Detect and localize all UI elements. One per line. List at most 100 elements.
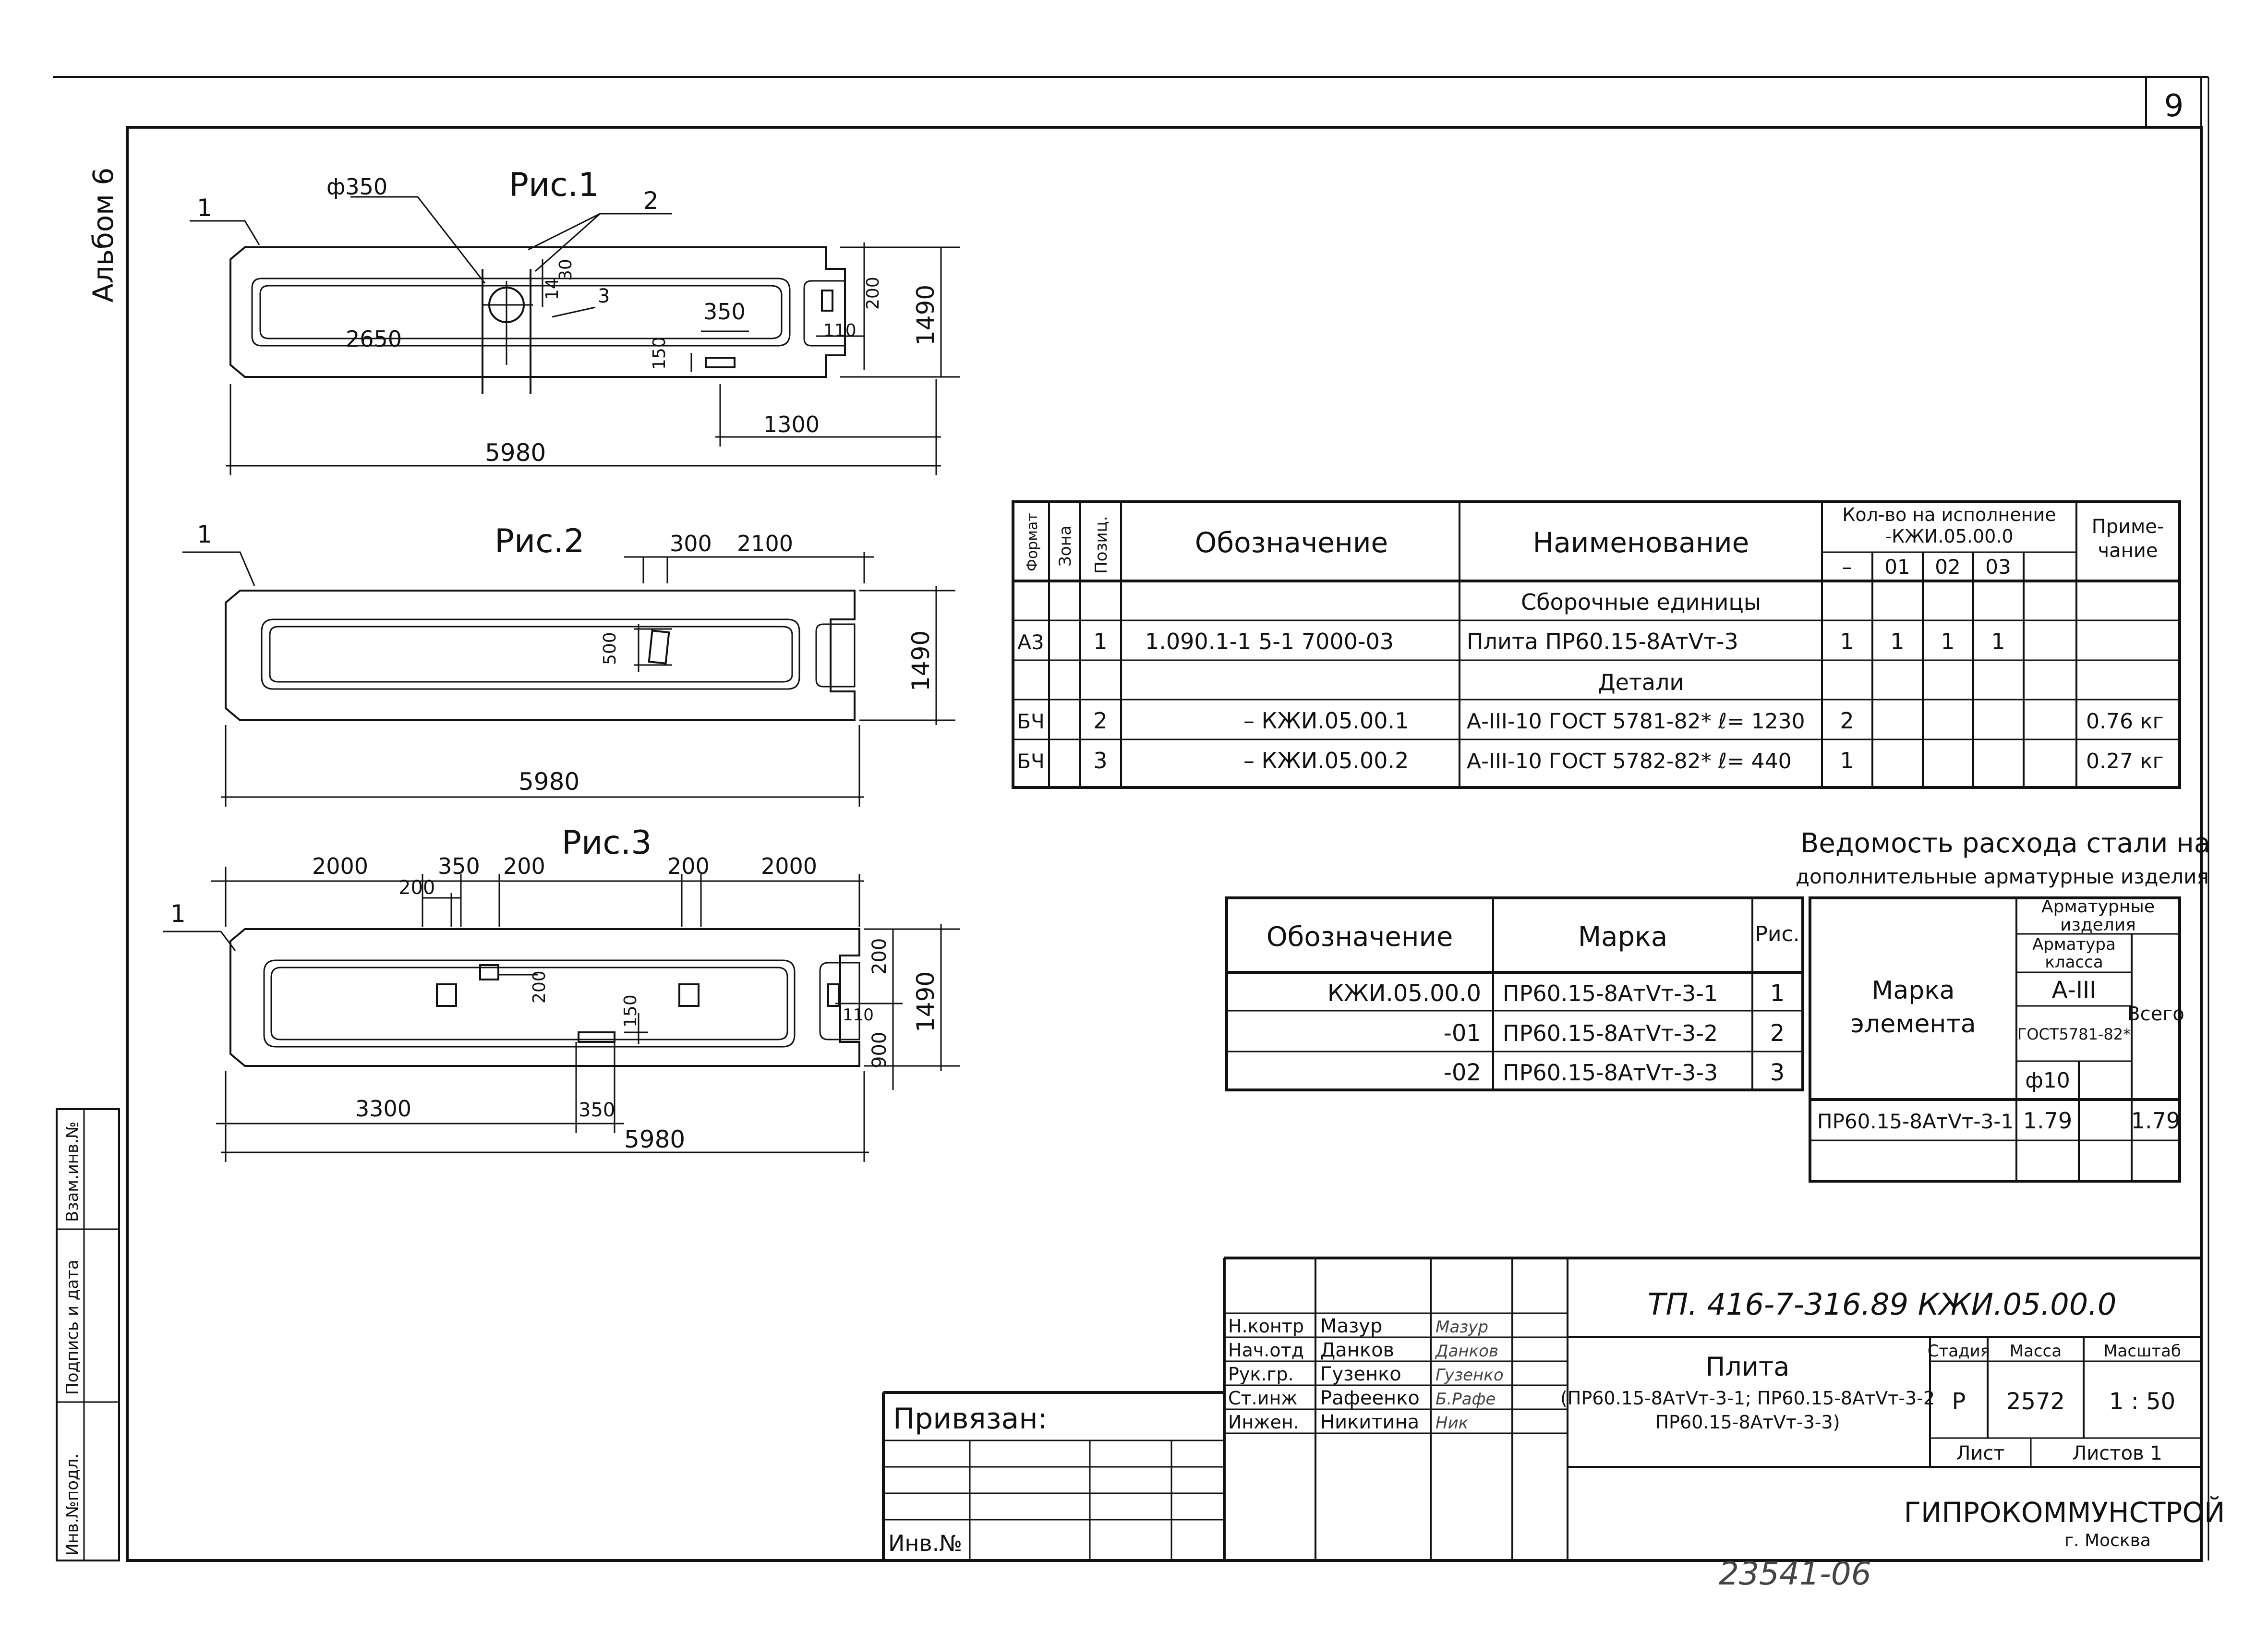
bound-label: Привязан:	[893, 1402, 1048, 1436]
spec-row-1-q0: 1	[1840, 629, 1854, 654]
stage-label: Стадия	[1928, 1342, 1990, 1361]
spec-header-qty-1: Кол-во на исполнение	[1842, 504, 2056, 525]
title-block-role-row: Инжен. Никитина Ник	[1228, 1411, 1469, 1433]
role-label: Нач.отд	[1228, 1340, 1304, 1361]
steel-table-grid	[1809, 896, 2181, 1183]
page-number: 9	[2164, 88, 2184, 124]
figure-3-dim-2000a: 2000	[312, 853, 368, 879]
spec-header-note-2: чание	[2098, 540, 2158, 562]
org-city: г. Москва	[2064, 1531, 2151, 1550]
spec-table-row: БЧ 3 – КЖИ.05.00.2 А-III-10 ГОСТ 5782-82…	[1017, 748, 2163, 774]
figure-3-dim-110: 110	[843, 1005, 874, 1025]
figure-3-dim-900: 900	[869, 1032, 891, 1068]
sheet-label: Лист	[1956, 1442, 2004, 1464]
spec-header-pos: Позиц.	[1092, 516, 1111, 574]
figure-2	[182, 551, 955, 807]
figure-2-dim-500: 500	[600, 632, 620, 665]
figure-3-dim-3300: 3300	[355, 1096, 411, 1122]
role-label: Н.контр	[1228, 1316, 1304, 1337]
title-block-grid	[882, 1257, 2201, 1560]
spec-row-3-pos: 3	[1093, 748, 1107, 774]
figure-3-dim-1490: 1490	[912, 971, 940, 1032]
steel-table-row: ПР60.15-8АтVт-3-1 1.79 1.79	[1817, 1108, 2180, 1134]
figure-1-dim-150: 150	[650, 337, 669, 370]
figure-2-dim-300: 300	[670, 531, 712, 556]
figure-2-dim-1490: 1490	[907, 630, 935, 691]
doc-title: Плита	[1706, 1352, 1790, 1382]
org-name: ГИПРОКОММУНСТРОЙ	[1904, 1496, 2225, 1529]
spec-row-1-q2: 1	[1941, 629, 1954, 654]
role-signature: Ник	[1436, 1414, 1469, 1433]
figure-3-callout-1: 1	[170, 900, 186, 928]
figure-2-title: Рис.2	[495, 522, 584, 560]
side-stamp-replace-inv: Взам.инв.№	[63, 1122, 82, 1222]
marks-table-grid	[1225, 896, 1804, 1091]
spec-row-1-name: Плита ПР60.15-8АтVт-3	[1467, 629, 1738, 654]
sheets-label: Листов 1	[2072, 1442, 2162, 1464]
figure-1-dim-1300: 1300	[763, 411, 820, 437]
marks-row-3-designation: -02	[1444, 1059, 1481, 1086]
figure-1-callout-2: 2	[643, 187, 659, 215]
role-label: Инжен.	[1228, 1412, 1299, 1433]
steel-row-total: 1.79	[2131, 1108, 2180, 1134]
spec-header-qty-col-1: 01	[1884, 555, 1910, 579]
spec-section-parts: Детали	[1598, 669, 1684, 695]
spec-header-note-1: Приме-	[2092, 516, 2164, 538]
steel-col-total: Всего	[2127, 1003, 2184, 1025]
steel-col-gost: ГОСТ5781-82*	[2017, 1025, 2131, 1043]
figure-1	[190, 196, 960, 475]
role-name: Рафеенко	[1320, 1387, 1420, 1409]
figure-3-dim-200a: 200	[398, 877, 435, 899]
spec-header-designation: Обозначение	[1195, 526, 1388, 559]
spec-row-3-q0: 1	[1840, 748, 1854, 774]
figure-1-dim-30: 30	[556, 259, 576, 281]
figure-3-dim-5980: 5980	[624, 1125, 685, 1153]
role-name: Мазур	[1320, 1315, 1382, 1337]
steel-col-class-2: класса	[2045, 953, 2103, 972]
figure-2-dim-2100: 2100	[737, 531, 793, 556]
spec-row-3-designation: – КЖИ.05.00.2	[1243, 748, 1409, 774]
figure-3-dim-150: 150	[621, 994, 640, 1028]
steel-col-element-1: Марка	[1871, 976, 1954, 1005]
role-label: Рук.гр.	[1228, 1364, 1294, 1385]
title-block-role-row: Нач.отд Данков Данков	[1228, 1339, 1498, 1361]
scale-value: 1 : 50	[2109, 1388, 2175, 1415]
marks-row-1-mark: ПР60.15-8АтVт-3-1	[1503, 980, 1718, 1006]
steel-col-group-2: изделия	[2060, 915, 2136, 935]
side-stamp	[56, 1108, 120, 1561]
role-label: Ст.инж	[1228, 1388, 1298, 1409]
spec-row-3-note: 0.27 кг	[2086, 749, 2164, 774]
bottom-number: 23541-06	[1719, 1555, 1871, 1592]
marks-row-2-mark: ПР60.15-8АтVт-3-2	[1503, 1020, 1718, 1046]
figure-1-dim-1490: 1490	[912, 285, 940, 346]
figure-3	[163, 867, 960, 1162]
role-name: Никитина	[1320, 1411, 1419, 1433]
marks-row-1-designation: КЖИ.05.00.0	[1327, 980, 1481, 1007]
figure-1-dim-14: 14	[543, 278, 562, 300]
steel-table-title-2: дополнительные арматурные изделия	[1796, 865, 2209, 888]
figure-1-title: Рис.1	[509, 166, 599, 204]
figure-1-dim-350: 350	[703, 299, 746, 325]
marks-row-3-mark: ПР60.15-8АтVт-3-3	[1503, 1060, 1718, 1086]
spec-header-qty-2: -КЖИ.05.00.0	[1885, 526, 2013, 547]
marks-table-row: -01 ПР60.15-8АтVт-3-2 2	[1444, 1020, 1785, 1047]
figure-1-dim-5980: 5980	[485, 439, 546, 467]
figure-3-dim-350b: 350	[579, 1099, 615, 1121]
marks-table-row: -02 ПР60.15-8АтVт-3-3 3	[1444, 1059, 1785, 1086]
spec-row-1-pos: 1	[1093, 629, 1107, 654]
role-name: Данков	[1320, 1339, 1394, 1361]
spec-row-3-format: БЧ	[1017, 750, 1045, 773]
figure-1-dim-110: 110	[823, 321, 857, 340]
title-block-role-row: Рук.гр. Гузенко Гузенко	[1228, 1363, 1504, 1385]
figure-1-dim-200: 200	[863, 277, 883, 310]
side-stamp-sign-date: Подпись и дата	[63, 1259, 82, 1395]
spec-header-qty-col-3: 03	[1985, 555, 2011, 579]
inv-label: Инв.№	[888, 1530, 962, 1556]
marks-header-fig: Рис.	[1755, 922, 1799, 946]
doc-subtitle-2: ПР60.15-8АтVт-3-3)	[1655, 1412, 1840, 1433]
spec-table-row: А3 1 1.090.1-1 5-1 7000-03 Плита ПР60.15…	[1017, 629, 2005, 654]
mass-label: Масса	[2010, 1342, 2062, 1361]
spec-row-3-name: А-III-10 ГОСТ 5782-82* ℓ= 440	[1467, 749, 1792, 774]
scale-label: Масштаб	[2103, 1342, 2181, 1361]
